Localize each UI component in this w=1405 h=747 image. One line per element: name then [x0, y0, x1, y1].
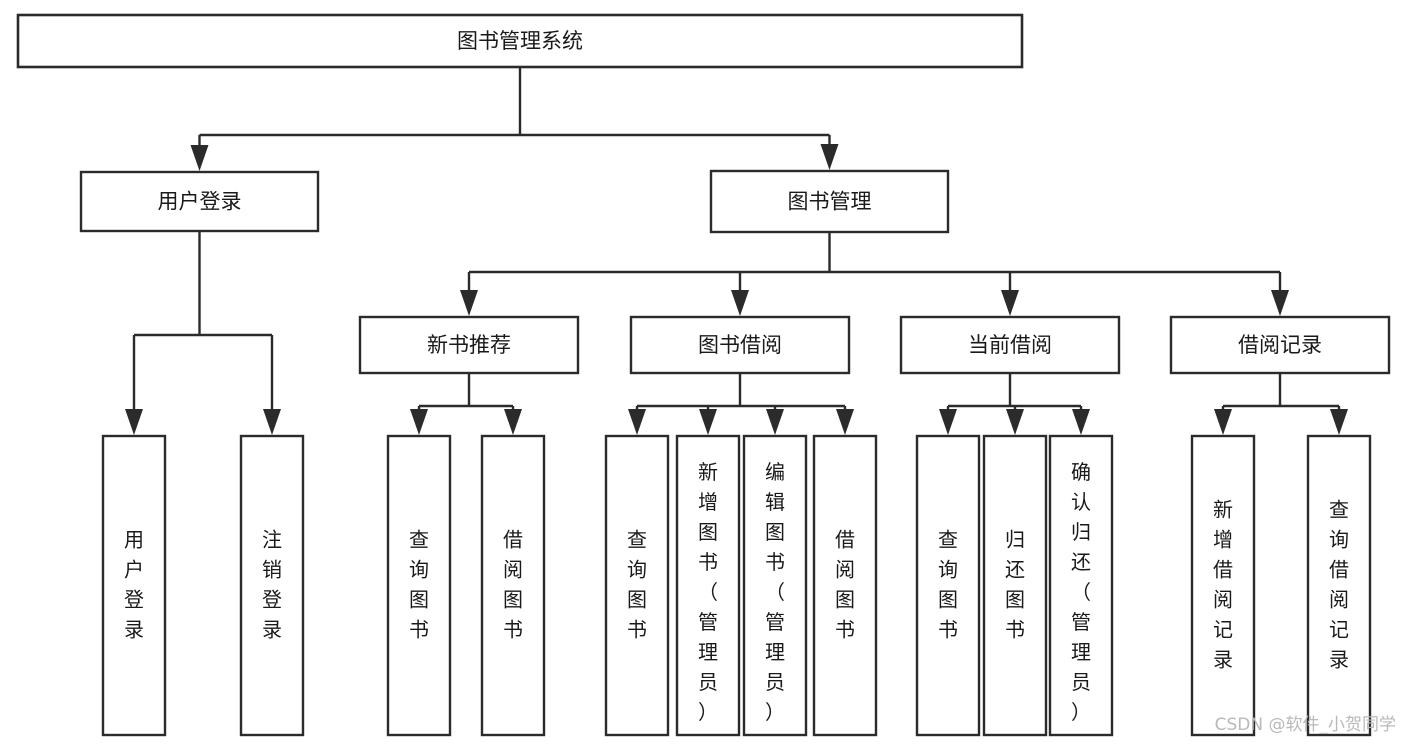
- arrow-head-icon: [504, 409, 522, 435]
- node-box[interactable]: [1169, 315, 1391, 375]
- node-box[interactable]: [1306, 434, 1372, 737]
- node-leaf-add-borrow-record[interactable]: 新增借阅记录: [1190, 434, 1256, 737]
- arrow-head-icon: [731, 290, 749, 316]
- connector-group-current-borrow: [939, 373, 1090, 435]
- node-label: 借阅图书: [503, 527, 523, 641]
- node-new-book-recommend[interactable]: 新书推荐: [358, 315, 580, 375]
- node-box[interactable]: [16, 13, 1024, 69]
- node-box[interactable]: [1190, 434, 1256, 737]
- node-box[interactable]: [386, 434, 452, 737]
- node-label: 查询图书: [409, 527, 429, 641]
- node-label: 图书管理: [788, 190, 872, 214]
- node-label: 图书管理系统: [457, 29, 583, 53]
- node-label: 用户登录: [124, 527, 144, 641]
- node-label: 新书推荐: [427, 333, 511, 357]
- node-label: 用户登录: [158, 190, 242, 214]
- connector-group-borrow-record: [1214, 373, 1348, 435]
- csdn-watermark: CSDN @软件_小贺同学: [1215, 715, 1396, 735]
- arrow-head-icon: [836, 409, 854, 435]
- node-leaf-query-book-current[interactable]: 查询图书: [915, 434, 981, 737]
- node-label: 图书借阅: [698, 333, 782, 357]
- node-box[interactable]: [239, 434, 305, 737]
- arrow-head-icon: [1006, 409, 1024, 435]
- arrow-head-icon: [1271, 290, 1289, 316]
- node-label: 归还图书: [1005, 527, 1025, 641]
- arrow-head-icon: [125, 409, 143, 435]
- arrow-head-icon: [263, 409, 281, 435]
- node-book-management[interactable]: 图书管理: [709, 169, 950, 234]
- node-label: 查询借阅记录: [1329, 497, 1349, 671]
- node-book-borrow[interactable]: 图书借阅: [629, 315, 851, 375]
- node-box[interactable]: [629, 315, 851, 375]
- connector-group-user-login: [125, 231, 281, 435]
- arrow-head-icon: [939, 409, 957, 435]
- node-leaf-borrow-book[interactable]: 借阅图书: [812, 434, 878, 737]
- connector-group-new-book-recommend: [410, 373, 522, 435]
- node-box[interactable]: [480, 434, 546, 737]
- node-current-borrow[interactable]: 当前借阅: [899, 315, 1121, 375]
- connector-layer: [125, 67, 1348, 435]
- arrow-head-icon: [190, 145, 209, 171]
- node-label: 借阅记录: [1238, 333, 1322, 357]
- node-box[interactable]: [358, 315, 580, 375]
- node-box[interactable]: [742, 434, 808, 737]
- arrow-head-icon: [1214, 409, 1232, 435]
- node-leaf-logout[interactable]: 注销登录: [239, 434, 305, 737]
- arrow-head-icon: [699, 409, 717, 435]
- node-box[interactable]: [79, 170, 320, 233]
- node-label: 查询图书: [938, 527, 958, 641]
- arrow-head-icon: [1072, 409, 1090, 435]
- connector-group-book-borrow: [628, 373, 854, 435]
- node-label: 借阅图书: [835, 527, 855, 641]
- arrow-head-icon: [1001, 290, 1019, 316]
- arrow-head-icon: [766, 409, 784, 435]
- node-box[interactable]: [709, 169, 950, 234]
- node-label: 编辑图书（管理员）: [765, 460, 785, 724]
- node-leaf-confirm-return[interactable]: 确认归还（管理员）: [1048, 434, 1114, 737]
- arrow-head-icon: [820, 144, 839, 170]
- node-box[interactable]: [812, 434, 878, 737]
- node-leaf-borrow-book-recommend[interactable]: 借阅图书: [480, 434, 546, 737]
- arrow-head-icon: [1330, 409, 1348, 435]
- node-leaf-query-book-borrow[interactable]: 查询图书: [604, 434, 670, 737]
- node-leaf-return-book[interactable]: 归还图书: [982, 434, 1048, 737]
- node-label: 当前借阅: [968, 333, 1052, 357]
- node-layer: 图书管理系统用户登录图书管理新书推荐图书借阅当前借阅借阅记录用户登录注销登录查询…: [16, 13, 1391, 737]
- node-leaf-query-borrow-record[interactable]: 查询借阅记录: [1306, 434, 1372, 737]
- arrow-head-icon: [460, 290, 478, 316]
- node-leaf-edit-book[interactable]: 编辑图书（管理员）: [742, 434, 808, 737]
- node-box[interactable]: [982, 434, 1048, 737]
- node-borrow-record[interactable]: 借阅记录: [1169, 315, 1391, 375]
- connector-group-root: [190, 67, 839, 171]
- arrow-head-icon: [628, 409, 646, 435]
- node-label: 新增图书（管理员）: [698, 460, 718, 724]
- node-label: 确认归还（管理员）: [1071, 460, 1091, 724]
- node-label: 注销登录: [262, 527, 282, 641]
- node-box[interactable]: [604, 434, 670, 737]
- node-box[interactable]: [899, 315, 1121, 375]
- node-box[interactable]: [915, 434, 981, 737]
- node-root[interactable]: 图书管理系统: [16, 13, 1024, 69]
- connector-group-book-management: [460, 232, 1289, 316]
- node-leaf-user-login[interactable]: 用户登录: [101, 434, 167, 737]
- node-box[interactable]: [101, 434, 167, 737]
- node-label: 查询图书: [627, 527, 647, 641]
- node-box[interactable]: [675, 434, 741, 737]
- node-user-login[interactable]: 用户登录: [79, 170, 320, 233]
- node-leaf-add-book[interactable]: 新增图书（管理员）: [675, 434, 741, 737]
- node-label: 新增借阅记录: [1213, 497, 1233, 671]
- node-box[interactable]: [1048, 434, 1114, 737]
- node-leaf-query-book-recommend[interactable]: 查询图书: [386, 434, 452, 737]
- arrow-head-icon: [410, 409, 428, 435]
